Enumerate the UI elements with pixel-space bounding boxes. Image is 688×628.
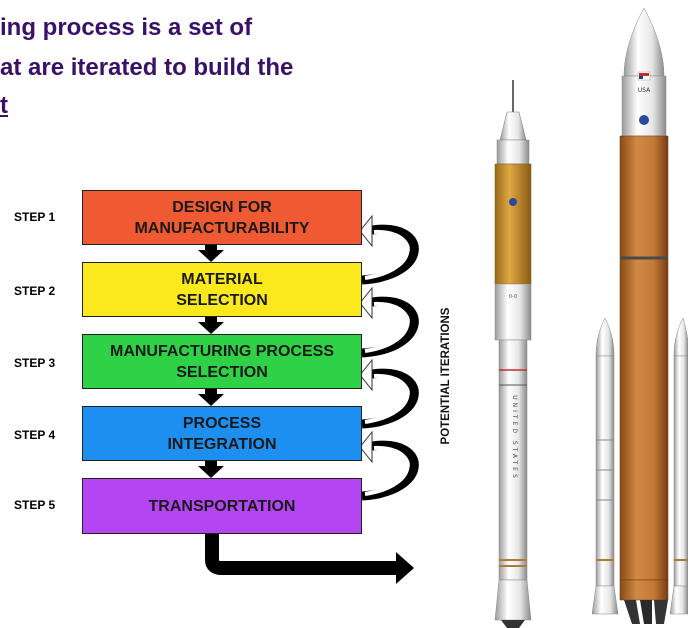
down-arrow-4 xyxy=(198,460,224,478)
step-label-5: STEP 5 xyxy=(14,498,56,512)
step-box-design-for-manufacturability: DESIGN FOR MANUFACTURABILITY xyxy=(82,190,362,245)
down-arrow-2 xyxy=(198,316,224,334)
iteration-loop-3 xyxy=(359,358,419,429)
flag-label: USA xyxy=(638,87,651,94)
down-arrow-3 xyxy=(198,389,224,406)
step-text: TRANSPORTATION xyxy=(148,497,296,515)
step-box-material-selection: MATERIAL SELECTION xyxy=(82,262,362,317)
step-label-3: STEP 3 xyxy=(14,356,56,370)
step-label-2: STEP 2 xyxy=(14,284,56,298)
iteration-loop-2 xyxy=(359,286,419,358)
right-rocket: USA xyxy=(591,7,688,624)
step-box-transportation: TRANSPORTATION xyxy=(82,478,362,534)
step-label-4: STEP 4 xyxy=(14,428,56,442)
step-text: MATERIAL SELECTION xyxy=(176,270,268,309)
step-label-1: STEP 1 xyxy=(14,210,56,224)
title-line-1: ing process is a set of xyxy=(0,14,253,41)
title-line-2: at are iterated to build the xyxy=(0,54,294,81)
title-line-3: t xyxy=(0,92,8,119)
step-text: PROCESS INTEGRATION xyxy=(167,414,277,453)
left-rocket: 0-0 UNITED STATES xyxy=(494,80,532,628)
step-text: MANUFACTURING PROCESS SELECTION xyxy=(109,342,334,381)
down-arrow-1 xyxy=(198,244,224,262)
step-box-manufacturing-process-selection: MANUFACTURING PROCESS SELECTION xyxy=(82,334,362,389)
side-text: UNITED STATES xyxy=(511,395,518,481)
iteration-loop-1 xyxy=(359,214,419,285)
iteration-loop-4 xyxy=(359,430,419,501)
svg-text:0-0: 0-0 xyxy=(509,294,517,300)
step-text: DESIGN FOR MANUFACTURABILITY xyxy=(134,198,310,237)
exit-arrow xyxy=(205,533,414,584)
step-box-process-integration: PROCESS INTEGRATION xyxy=(82,406,362,461)
